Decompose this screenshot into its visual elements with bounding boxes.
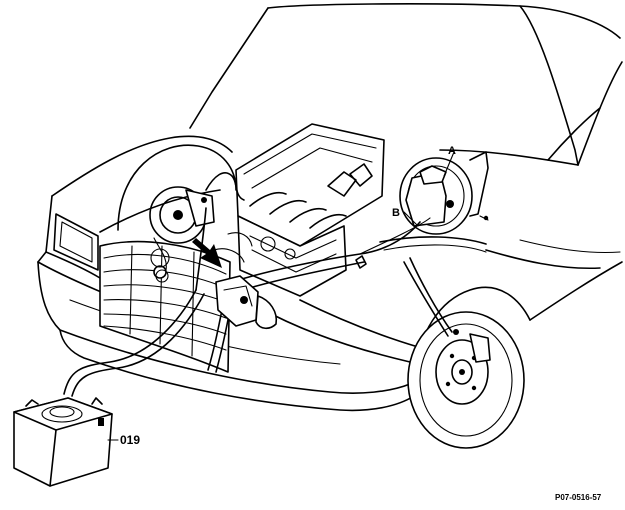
bleeder-hoses [63,172,487,397]
brake-booster-master-cylinder [399,151,489,235]
figure-code-label: P07-0516-57 [555,493,602,502]
front-left-wheel-brake [117,144,237,283]
fluid-charger-019 [13,397,119,487]
bleed-point-arrow [192,238,222,268]
front-right-wheel [407,311,525,449]
callout-a-label: A [448,145,456,157]
engine [213,123,385,297]
callout-b-label: B [392,207,400,219]
car-body [37,3,623,412]
left-caliper [215,275,278,330]
callout-019-label: 019 [120,433,140,447]
